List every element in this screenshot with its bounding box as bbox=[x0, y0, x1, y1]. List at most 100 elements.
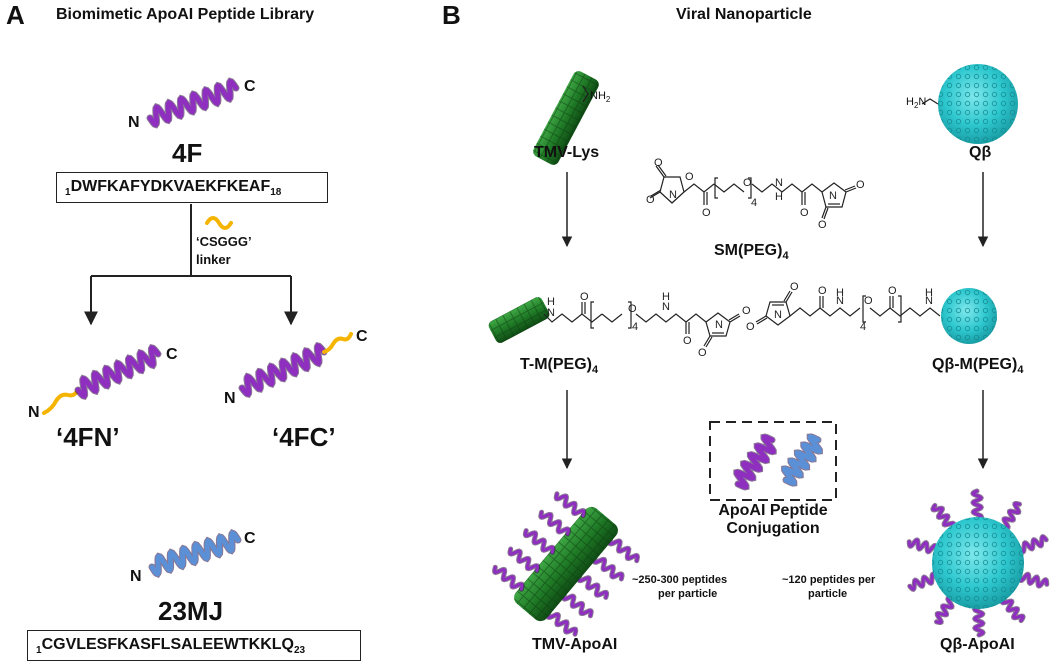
tmv-apoai-rod bbox=[514, 506, 618, 622]
seq-23mj-end: 23 bbox=[294, 645, 306, 657]
atom-h: H bbox=[662, 291, 670, 303]
atom-n: N bbox=[836, 295, 844, 307]
seq-23mj-start: 1 bbox=[36, 645, 42, 657]
t-m-peg4-structure bbox=[543, 301, 741, 348]
t-m-peg4-label: T-M(PEG)4 bbox=[520, 356, 599, 377]
chem-labels: O N O O O O 4 N H O N O O H N O O 4 N H … bbox=[547, 157, 933, 359]
peptide-4fc-name: ‘4FC’ bbox=[272, 422, 336, 452]
qb-apoai-sphere bbox=[932, 517, 1024, 609]
peptide-4fn-n-terminus: N bbox=[28, 404, 40, 421]
conjugation-box bbox=[709, 421, 837, 501]
tmv-lys-linker bbox=[582, 85, 589, 103]
qb-apoai-label: Qβ-ApoAI bbox=[940, 636, 1015, 653]
qb-peptide-count-line2: particle bbox=[808, 588, 848, 600]
sm-peg4-label: SM(PEG)4 bbox=[714, 242, 789, 263]
helix-ribbon bbox=[239, 343, 327, 397]
atom-n: N bbox=[547, 307, 555, 319]
conjugation-line2: Conjugation bbox=[726, 520, 820, 537]
helix-ribbon bbox=[147, 78, 239, 128]
helix-ribbon bbox=[554, 492, 586, 518]
atom-o: O bbox=[888, 285, 897, 297]
peptide-4fc-c-terminus: C bbox=[356, 328, 368, 345]
atom-o: O bbox=[743, 177, 752, 189]
seq-4f-residues: DWFKAFYDKVAEKFKEAF bbox=[70, 178, 271, 195]
tmv-nh2-label: NH2 bbox=[590, 90, 611, 105]
helix-ribbon bbox=[782, 434, 822, 486]
helix-ribbon bbox=[577, 574, 609, 599]
atom-o: O bbox=[864, 295, 873, 307]
atom-o: O bbox=[654, 157, 663, 169]
tmv-apoai-peptides-back bbox=[545, 536, 640, 637]
helix-4fn bbox=[74, 344, 162, 400]
atom-o: O bbox=[800, 207, 809, 219]
helix-4fc bbox=[238, 342, 328, 398]
helix-ribbon bbox=[935, 596, 955, 624]
atom-o: O bbox=[628, 303, 637, 315]
helix-ribbon bbox=[593, 555, 624, 581]
sm-peg4-structure bbox=[649, 164, 857, 220]
linker-4fc bbox=[322, 332, 353, 354]
helix-ribbon bbox=[562, 592, 593, 618]
atom-h: H bbox=[836, 287, 844, 299]
flow-arrows bbox=[561, 172, 989, 470]
helix-ribbon bbox=[931, 503, 956, 530]
helix-ribbon bbox=[523, 529, 555, 554]
repeat-4: 4 bbox=[632, 321, 638, 333]
helix-ribbon bbox=[149, 530, 241, 577]
atom-h: H bbox=[925, 287, 933, 299]
box-helix-purple bbox=[733, 433, 777, 491]
qb-m-peg4-sphere bbox=[941, 288, 997, 344]
panel-a-letter: A bbox=[6, 0, 25, 30]
peptide-23mj-c-terminus: C bbox=[244, 530, 256, 547]
tmv-peptide-count-line2: per particle bbox=[658, 588, 718, 600]
atom-o: O bbox=[742, 305, 751, 317]
atom-n: N bbox=[715, 319, 723, 331]
atom-o: O bbox=[580, 291, 589, 303]
atom-o: O bbox=[818, 219, 827, 231]
atom-o: O bbox=[790, 281, 799, 293]
peptide-4f-name: 4F bbox=[172, 138, 203, 168]
atom-o: O bbox=[746, 321, 755, 333]
helix-ribbon bbox=[1001, 502, 1021, 530]
atom-n: N bbox=[829, 190, 837, 202]
linker-name: ‘CSGGG’ bbox=[196, 234, 252, 249]
peptide-23mj-n-terminus: N bbox=[130, 568, 142, 585]
helix-ribbon bbox=[734, 434, 776, 490]
repeat-4: 4 bbox=[751, 197, 757, 209]
atom-o: O bbox=[683, 335, 692, 347]
atom-h: H bbox=[547, 296, 555, 308]
peptide-4fn-name: ‘4FN’ bbox=[56, 422, 120, 452]
peptide-4f-c-terminus: C bbox=[244, 78, 256, 95]
qb-m-peg4-structure bbox=[755, 290, 941, 326]
peptide-4f-sequence-box: 1DWFKAFYDKVAEKFKEAF18 bbox=[56, 172, 328, 204]
helix-ribbon bbox=[973, 605, 985, 637]
atom-o: O bbox=[856, 179, 865, 191]
atom-n: N bbox=[775, 177, 783, 189]
branch-tree bbox=[84, 204, 298, 326]
linker-word: linker bbox=[196, 252, 231, 267]
qbeta-label: Qβ bbox=[969, 144, 992, 161]
tmv-apoai-label: TMV-ApoAI bbox=[532, 636, 618, 653]
qbeta-linker bbox=[921, 98, 939, 105]
helix-ribbon bbox=[608, 537, 639, 563]
helix-ribbon bbox=[508, 547, 539, 573]
tmv-lys-rod bbox=[533, 71, 599, 165]
helix-ribbon bbox=[1000, 596, 1025, 623]
helix-4f bbox=[146, 77, 240, 129]
atom-o: O bbox=[646, 194, 655, 206]
linker-squiggle bbox=[205, 216, 233, 230]
helix-ribbon bbox=[75, 345, 161, 399]
peptide-23mj-name: 23MJ bbox=[158, 596, 224, 626]
qbeta-sphere bbox=[938, 64, 1018, 144]
helix-ribbon bbox=[539, 510, 570, 536]
conjugation-line1: ApoAI Peptide bbox=[718, 502, 828, 519]
atom-n: N bbox=[774, 309, 782, 321]
box-helix-blue bbox=[781, 433, 823, 487]
helix-ribbon bbox=[971, 489, 983, 521]
tmv-apoai-peptides-front bbox=[492, 491, 587, 592]
helix-ribbon bbox=[908, 572, 938, 591]
t-m-peg4-rod bbox=[488, 297, 550, 343]
peptide-23mj-sequence-box: 1CGVLESFKASFLSALEEWTKKLQ23 bbox=[27, 630, 361, 662]
atom-n: N bbox=[925, 295, 933, 307]
